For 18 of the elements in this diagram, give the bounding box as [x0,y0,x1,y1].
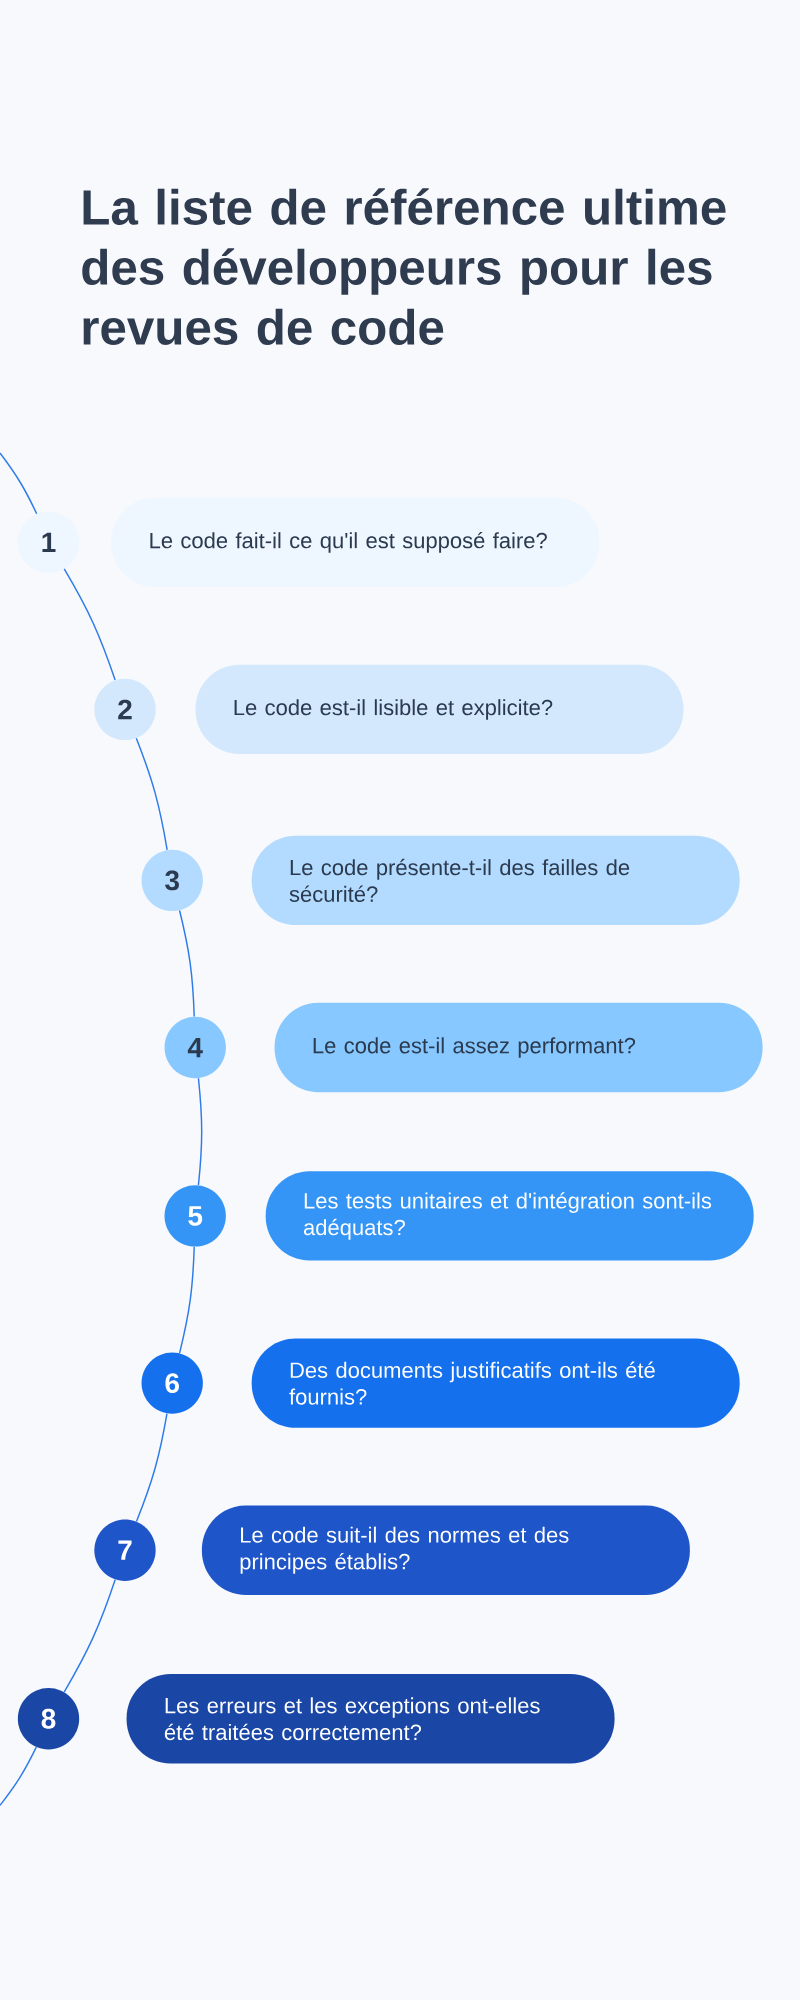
question-pill: Le code est-il assez performant? [274,1002,763,1093]
timeline-curve [135,1412,168,1523]
timeline-curve [178,1246,195,1354]
question-pill: Le code fait-il ce qu'il est supposé faire? [111,497,600,587]
timeline-curve [63,568,116,681]
timeline-curve [63,1578,116,1693]
question-pill: Le code présente-t-il des failles de sécurité? [251,835,740,926]
question-pill: Le code est-il lisible et explicite? [195,664,684,755]
question-pill: Le code suit-il des normes et des principes établis? [201,1505,690,1595]
question-pill: Les erreurs et les exceptions ont-elles été traitées correctement? [126,1674,615,1764]
timeline-curve [0,452,38,515]
timeline-curve [178,909,195,1018]
timeline-curve [0,1746,38,1807]
title: La liste de référence ultime des développeurs pour les revues de code [82,188,726,345]
timeline-curve [197,1077,203,1186]
question-pill: Des documents justificatifs ont-ils été fournis? [251,1338,740,1428]
timeline-curve [135,737,168,851]
question-pill: Les tests unitaires et d'intégration sont-ils adéquats? [265,1171,754,1261]
